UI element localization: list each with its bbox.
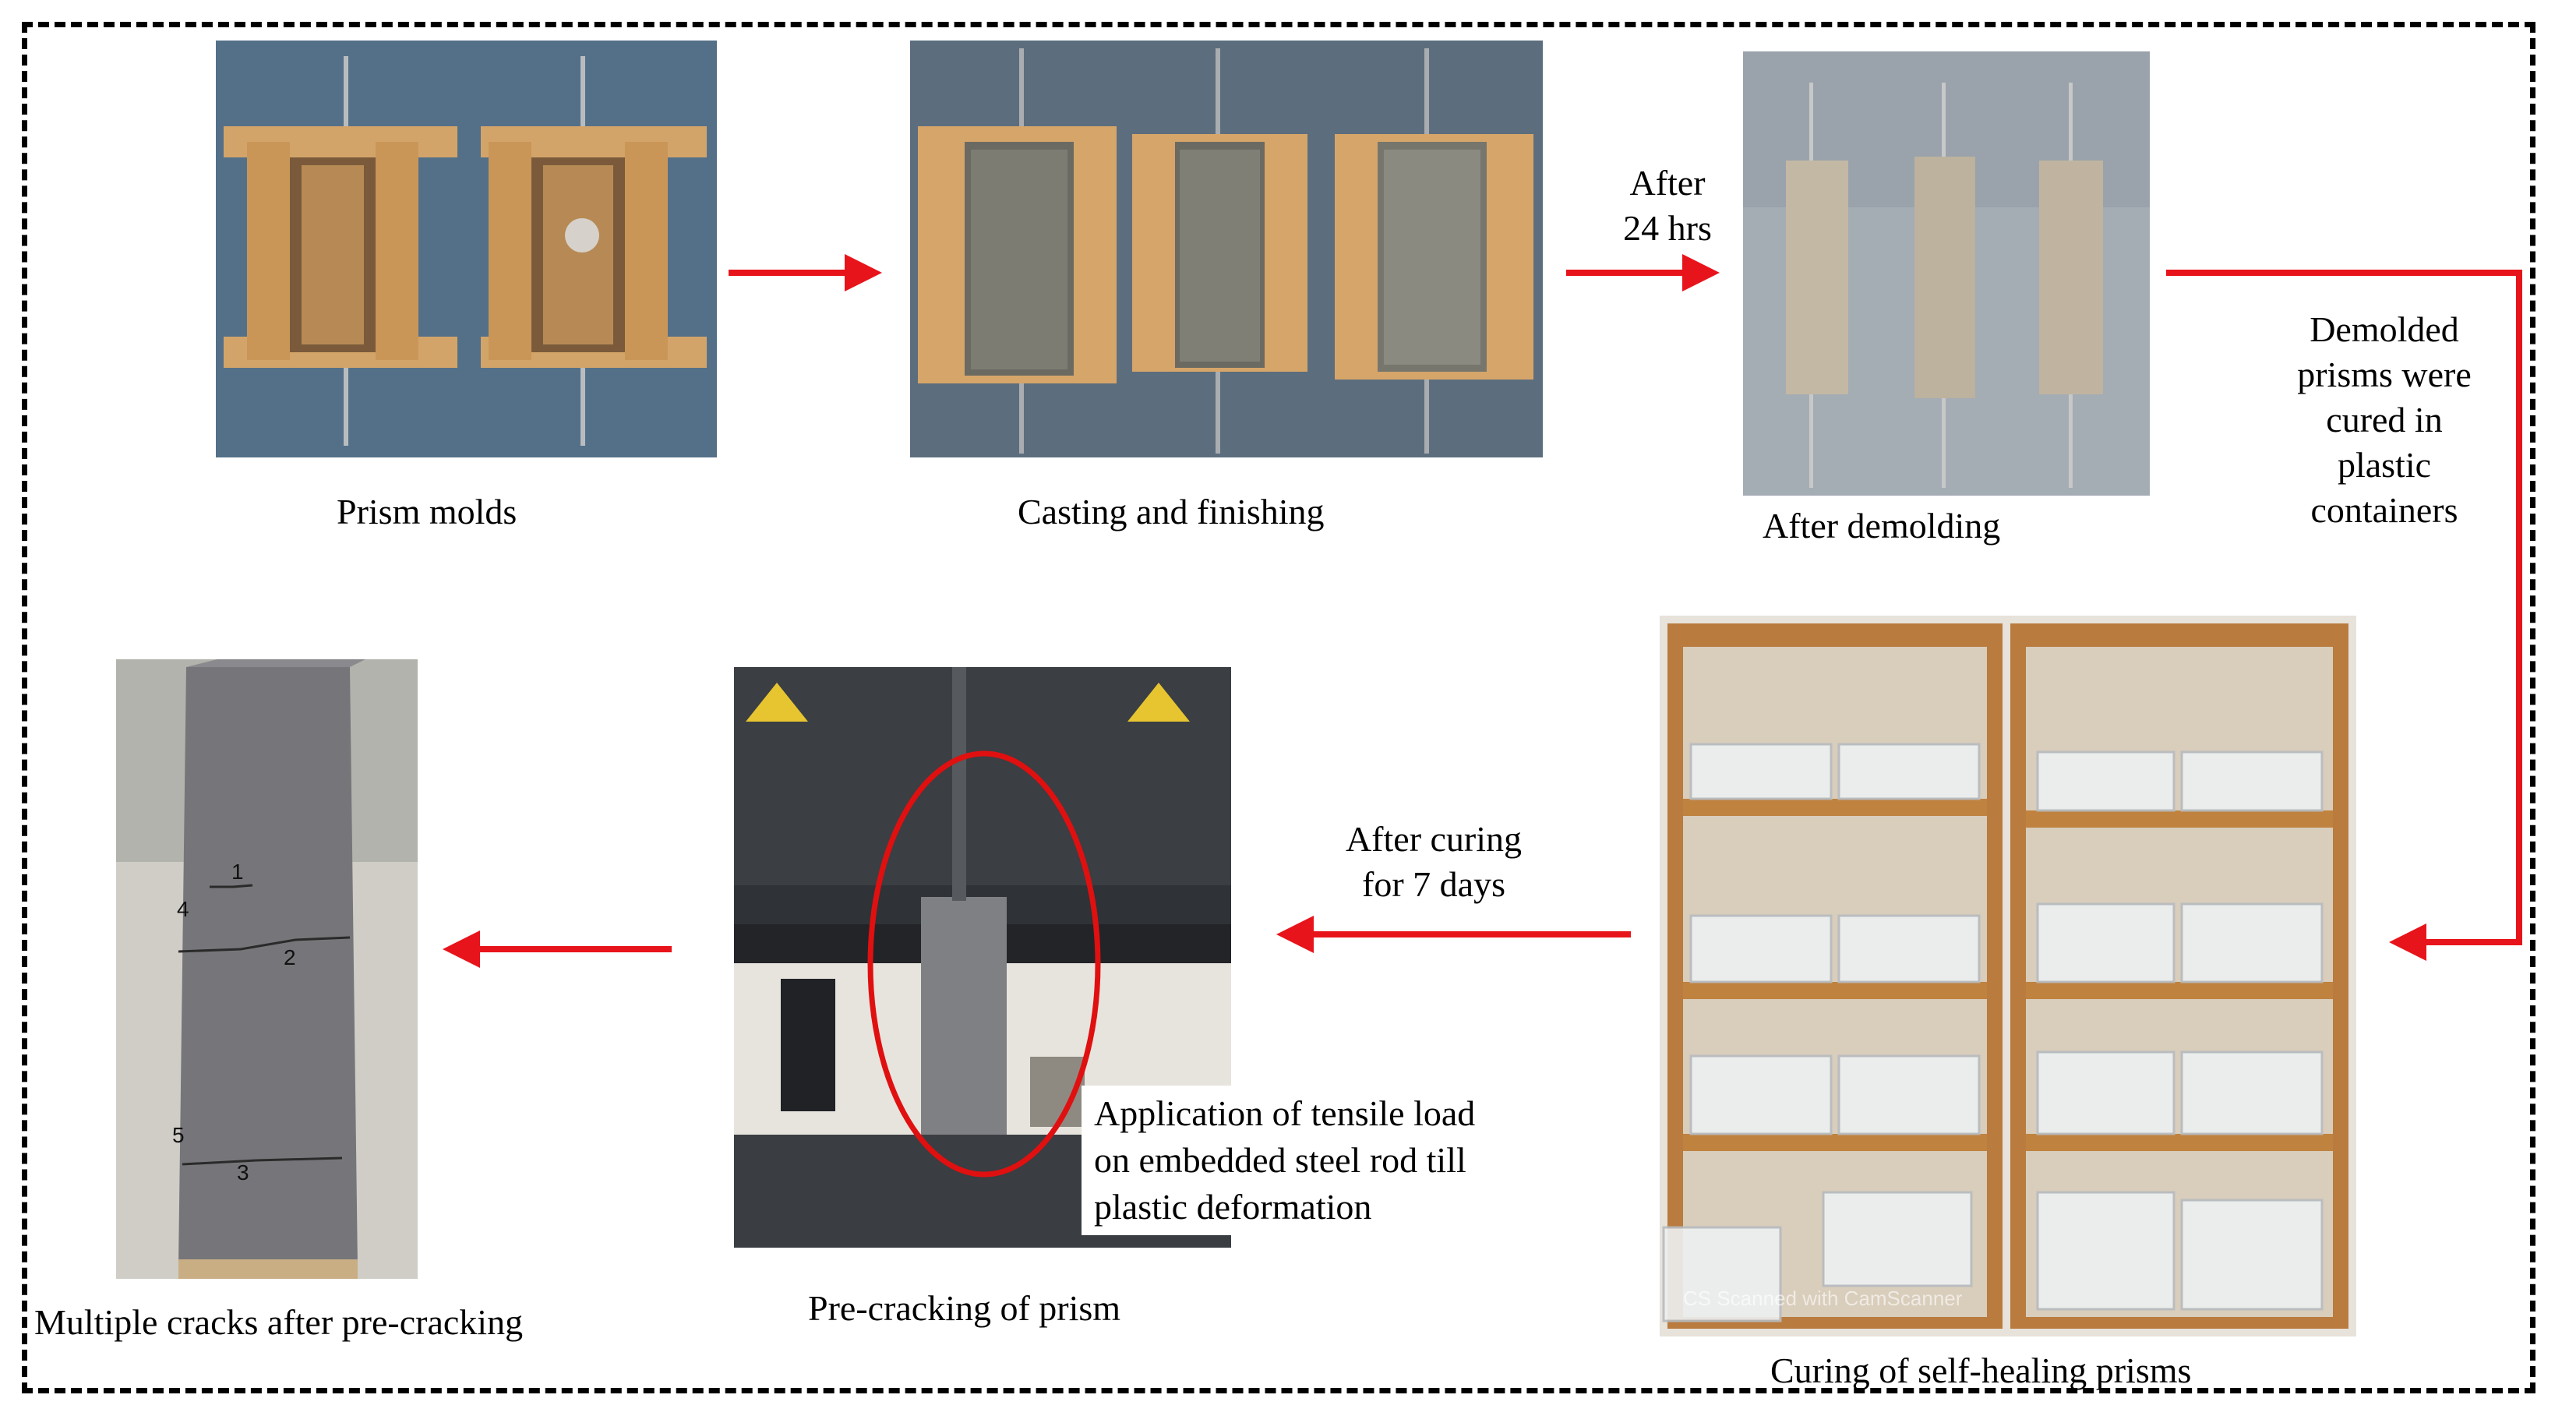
caption-casting: Casting and finishing bbox=[1018, 492, 1325, 531]
crack-label-2: 2 bbox=[284, 945, 296, 969]
label-demolded-line1: Demolded bbox=[2310, 309, 2459, 349]
crack-label-1: 1 bbox=[231, 860, 244, 884]
label-after-curing: After curing for 7 days bbox=[1317, 817, 1551, 907]
caption-curing: Curing of self-healing prisms bbox=[1770, 1351, 2192, 1390]
label-demolded-line4: plastic bbox=[2337, 445, 2432, 485]
watermark-text: CS Scanned with CamScanner bbox=[1683, 1287, 1963, 1310]
caption-multiple-cracks: Multiple cracks after pre-cracking bbox=[34, 1302, 524, 1342]
highlight-ellipse bbox=[867, 750, 1101, 1178]
label-demolded-line5: containers bbox=[2310, 490, 2458, 530]
label-demolded-line3: cured in bbox=[2326, 400, 2443, 440]
caption-prism-molds: Prism molds bbox=[337, 492, 517, 531]
label-after-curing-line1: After curing bbox=[1345, 819, 1523, 859]
crack-label-4: 4 bbox=[177, 897, 189, 921]
photo-prism-molds bbox=[216, 41, 717, 457]
diagram-frame bbox=[22, 22, 2535, 1393]
label-after-24hrs-line2: 24 hrs bbox=[1623, 207, 1712, 248]
annotation-line2: on embedded steel rod till bbox=[1094, 1140, 1466, 1180]
label-demolded-line2: prisms were bbox=[2297, 355, 2472, 394]
label-after-24hrs-line1: After bbox=[1629, 163, 1706, 203]
annotation-line1: Application of tensile load bbox=[1094, 1093, 1476, 1133]
label-after-curing-line2: for 7 days bbox=[1362, 864, 1505, 904]
annotation-tensile-load: Application of tensile load on embedded … bbox=[1082, 1086, 1541, 1235]
label-demolded-cured: Demolded prisms were cured in plastic co… bbox=[2283, 307, 2486, 533]
crack-label-5: 5 bbox=[172, 1123, 185, 1147]
photo-casting bbox=[910, 41, 1543, 457]
photo-multiple-cracks: 1 2 3 4 5 bbox=[116, 659, 418, 1279]
caption-after-demolding: After demolding bbox=[1763, 506, 2001, 546]
label-after-24hrs: After 24 hrs bbox=[1590, 161, 1745, 250]
photo-curing: CS Scanned with CamScanner bbox=[1660, 616, 2356, 1336]
arrow-demolding-to-curing bbox=[2166, 270, 2522, 961]
crack-label-3: 3 bbox=[237, 1160, 249, 1185]
photo-after-demolding bbox=[1743, 51, 2150, 496]
caption-pre-cracking: Pre-cracking of prism bbox=[808, 1288, 1121, 1328]
annotation-line3: plastic deformation bbox=[1094, 1187, 1372, 1227]
